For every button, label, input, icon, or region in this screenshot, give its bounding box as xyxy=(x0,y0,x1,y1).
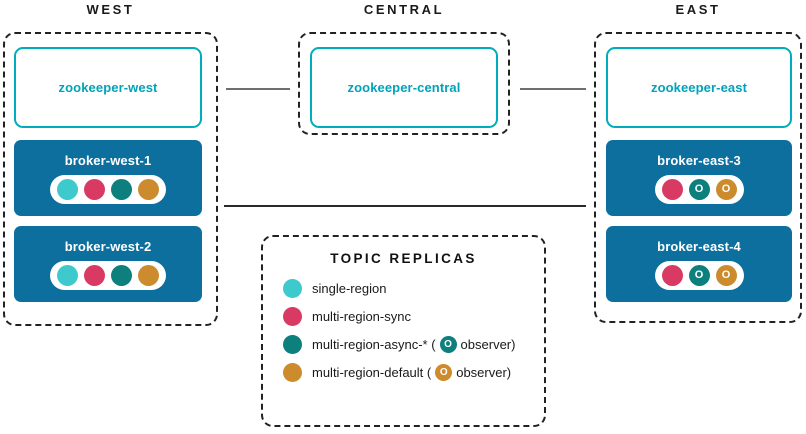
replica-dot: O xyxy=(715,264,737,286)
replica-pill xyxy=(50,174,166,204)
legend-label-text: single-region xyxy=(312,281,387,296)
broker-node[interactable]: broker-west-2 xyxy=(14,226,202,302)
replica-dot xyxy=(661,264,683,286)
replica-dot xyxy=(84,264,105,286)
replica-dot xyxy=(138,178,159,200)
legend-label: single-region xyxy=(312,281,386,296)
replica-dot: O xyxy=(715,178,737,200)
broker-node[interactable]: broker-west-1 xyxy=(14,140,202,216)
legend-row: multi-region-sync xyxy=(283,307,544,326)
legend-title: TOPIC REPLICAS xyxy=(330,251,477,266)
region-boundary-east xyxy=(594,32,802,323)
replica-dot xyxy=(57,178,78,200)
replica-dot xyxy=(57,264,78,286)
connector-brokers-west-east xyxy=(224,205,586,207)
legend-swatch xyxy=(283,307,302,326)
replica-dot: O xyxy=(688,178,710,200)
region-title-central: CENTRAL xyxy=(363,2,445,17)
broker-label: broker-east-4 xyxy=(657,238,741,254)
replica-dot xyxy=(138,264,159,286)
region-title-west: WEST xyxy=(86,2,135,17)
replica-dot: O xyxy=(688,264,710,286)
legend-panel: TOPIC REPLICAS single-region multi-region… xyxy=(261,235,546,427)
legend-label-text: multi-region-default ( xyxy=(312,365,432,380)
legend-label-text: multi-region-async-* ( xyxy=(312,337,436,352)
legend-swatch xyxy=(283,279,302,298)
legend-swatch xyxy=(283,363,302,382)
region-boundary-west xyxy=(3,32,218,326)
zookeeper-node-central[interactable]: zookeeper-central xyxy=(310,47,498,128)
replica-dot xyxy=(111,264,132,286)
broker-label: broker-east-3 xyxy=(657,152,741,168)
legend-swatch xyxy=(283,335,302,354)
region-title-east: EAST xyxy=(675,2,721,17)
legend-label: multi-region-sync xyxy=(312,309,411,324)
legend-rows: single-region multi-region-sync multi-regi… xyxy=(263,279,544,382)
zookeeper-label-west: zookeeper-west xyxy=(58,80,158,95)
connector-zookeeper-west-central xyxy=(226,88,290,90)
replica-pill xyxy=(50,260,166,290)
legend-label-suffix: observer) xyxy=(460,337,516,352)
replica-dot xyxy=(84,178,105,200)
region-boundary-central xyxy=(298,32,510,135)
observer-chip: O xyxy=(439,336,457,353)
observer-chip: O xyxy=(435,364,453,381)
zookeeper-node-west[interactable]: zookeeper-west xyxy=(14,47,202,128)
zookeeper-label-east: zookeeper-east xyxy=(650,80,748,95)
legend-row: single-region xyxy=(283,279,544,298)
legend-label-text: multi-region-sync xyxy=(312,309,411,324)
replica-dot xyxy=(111,178,132,200)
broker-label: broker-west-2 xyxy=(64,238,152,254)
legend-label-suffix: observer) xyxy=(456,365,512,380)
zookeeper-node-east[interactable]: zookeeper-east xyxy=(606,47,792,128)
replica-dot xyxy=(661,178,683,200)
zookeeper-label-central: zookeeper-central xyxy=(347,80,461,95)
connector-zookeeper-central-east xyxy=(520,88,586,90)
broker-label: broker-west-1 xyxy=(64,152,152,168)
